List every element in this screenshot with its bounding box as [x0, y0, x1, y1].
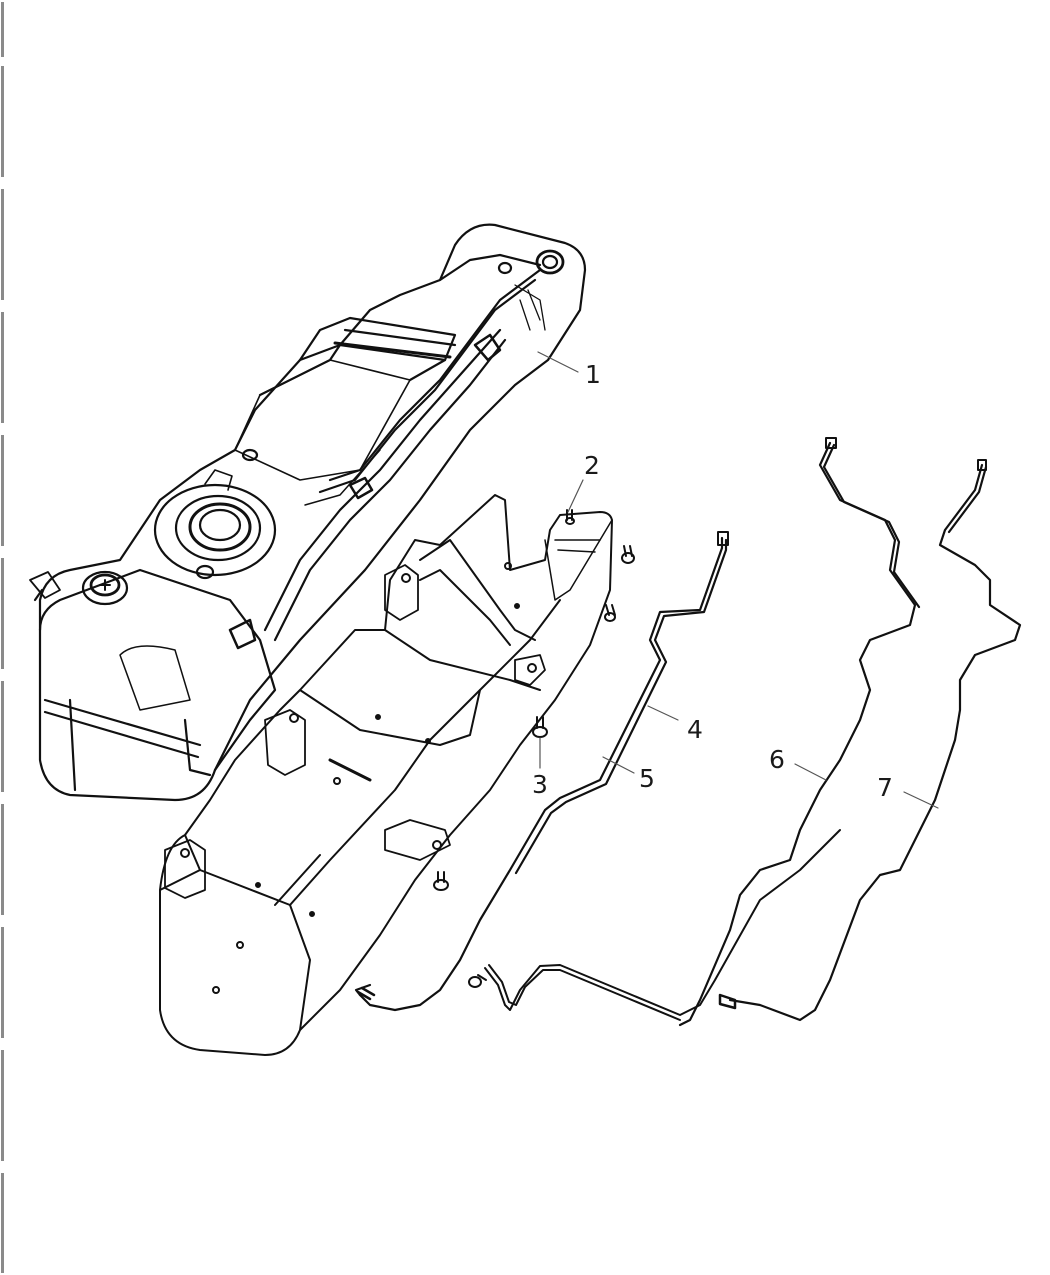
- bolt-icon: [621, 545, 635, 564]
- fuel-line-5-lower: [484, 829, 841, 1021]
- left-margin-bars: [0, 0, 6, 1275]
- margin-bar: [1, 2, 4, 57]
- bolt-icon: [565, 509, 575, 525]
- bolt-icon: [604, 604, 616, 622]
- callout-7: 7: [877, 773, 893, 802]
- callout-6: 6: [769, 745, 785, 774]
- margin-bar: [1, 312, 4, 423]
- margin-bar: [1, 435, 4, 546]
- fuel-tank: [29, 223, 587, 802]
- bolt-icon: [532, 716, 548, 738]
- callout-3: 3: [532, 770, 548, 799]
- fuel-line-6: [678, 437, 921, 1027]
- leader-lines: [537, 351, 939, 809]
- margin-bar: [1, 558, 4, 669]
- bolt-icon: [433, 871, 449, 891]
- bolt-icon: [468, 974, 487, 988]
- fuel-line-4-5: [354, 531, 729, 1012]
- margin-bar: [1, 1050, 4, 1161]
- margin-bar: [1, 681, 4, 792]
- fuel-line-7: [718, 459, 1022, 1022]
- skid-plate: [159, 494, 613, 1056]
- margin-bar: [1, 66, 4, 177]
- margin-bar: [1, 189, 4, 300]
- margin-bar: [1, 1173, 4, 1273]
- margin-bar: [1, 804, 4, 915]
- callout-4: 4: [687, 715, 703, 744]
- bolts: [433, 509, 635, 988]
- callout-1: 1: [585, 360, 601, 389]
- callout-5: 5: [639, 764, 655, 793]
- margin-bar: [1, 927, 4, 1038]
- callout-2: 2: [584, 451, 600, 480]
